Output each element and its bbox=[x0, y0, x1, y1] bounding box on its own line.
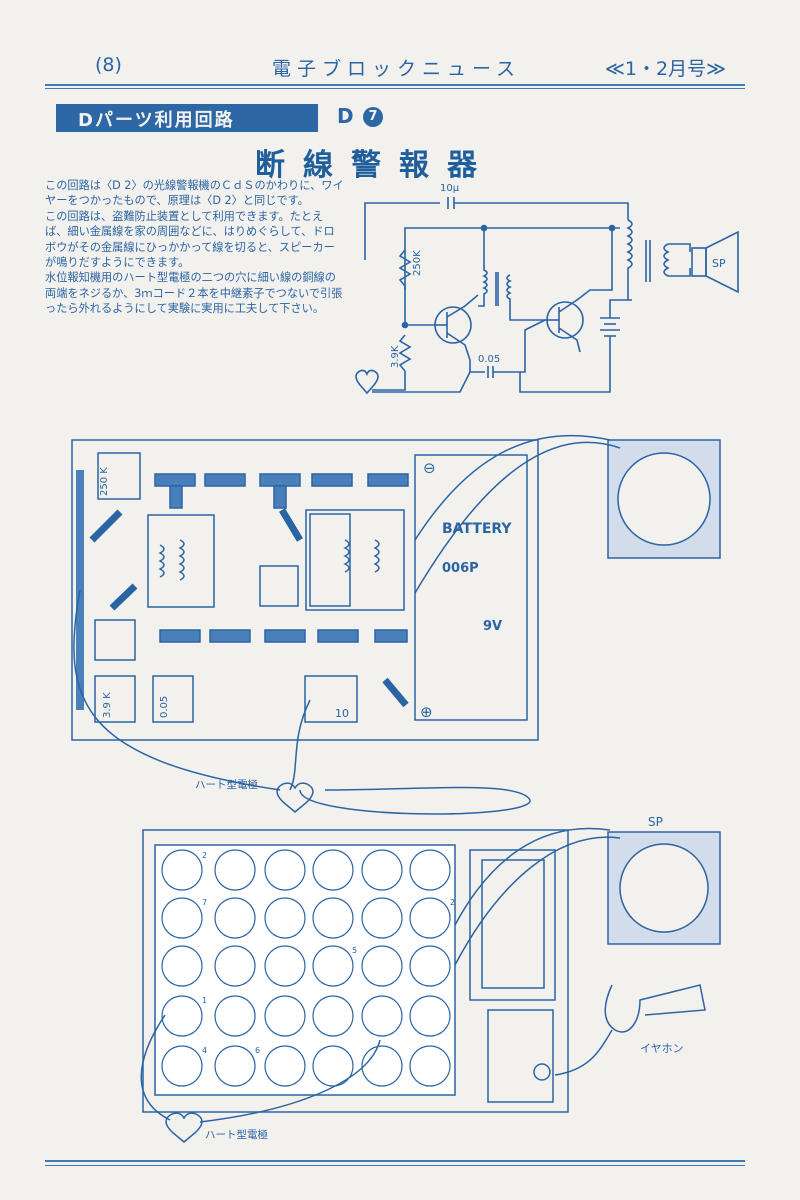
article-title: 断線警報器 bbox=[255, 148, 495, 183]
paragraph-2: この回路は、盗難防止装置として利用できます。たとえば、細い金属線を家の周囲などに… bbox=[45, 209, 335, 270]
board1-cap-005: 0.05 bbox=[159, 696, 170, 718]
issue-label: ≪1・2月号≫ bbox=[605, 58, 726, 80]
battery-voltage: 9V bbox=[483, 619, 502, 634]
circuit-code-number: 7 bbox=[363, 107, 383, 127]
newsletter-title: 電子ブロックニュース bbox=[272, 58, 522, 80]
board2-cell-number: 5 bbox=[352, 946, 357, 955]
battery-title: BATTERY bbox=[442, 521, 512, 537]
circuit-schematic bbox=[355, 197, 739, 395]
header-rule-thin bbox=[45, 88, 745, 89]
header-rule bbox=[45, 84, 745, 86]
board1-res-250k: 250 K bbox=[99, 467, 110, 496]
board2-cell-number: 4 bbox=[202, 1046, 207, 1055]
board1-cap-10: 10 bbox=[335, 707, 349, 720]
schematic-cap-005: 0.05 bbox=[478, 354, 500, 365]
article-description: この回路は〈D 2〉の光線警報機のＣｄＳのかわりに、ワイヤーをつかったもので、原… bbox=[45, 178, 345, 317]
board2-cell-number: 7 bbox=[202, 898, 207, 907]
paragraph-1: この回路は〈D 2〉の光線警報機のＣｄＳのかわりに、ワイヤーをつかったもので、原… bbox=[45, 179, 344, 208]
board2-cell-number: 6 bbox=[255, 1046, 260, 1055]
earphone-label: イヤホン bbox=[640, 1042, 684, 1055]
schematic-res-39k: 3.9K bbox=[390, 345, 401, 368]
page-header: (8) 電子ブロックニュース ≪1・2月号≫ bbox=[0, 48, 800, 88]
footer-rule-thin bbox=[45, 1165, 745, 1166]
board2-cell-number: 1 bbox=[202, 996, 207, 1005]
breadboard-2 bbox=[140, 827, 721, 1143]
page-number: (8) bbox=[95, 54, 122, 76]
board2-speaker-label: SP bbox=[648, 815, 663, 829]
board2-electrode-label: ハート型電極 bbox=[205, 1128, 268, 1141]
board1-res-39k: 3.9 K bbox=[102, 692, 113, 718]
board2-cell-number: 2 bbox=[450, 898, 455, 907]
schematic-speaker-label: SP bbox=[712, 257, 726, 270]
battery-model: 006P bbox=[442, 561, 479, 576]
section-banner: Dパーツ利用回路 bbox=[56, 104, 318, 132]
paragraph-3: 水位報知機用のハート型電極の二つの穴に細い線の銅線の両端をネジるか、3ｍコード２… bbox=[45, 271, 343, 316]
schematic-cap-10u: 10μ bbox=[440, 183, 460, 194]
circuit-code-letter: D bbox=[337, 104, 354, 128]
board2-cell-number: 2 bbox=[202, 851, 207, 860]
battery-minus-terminal: ⊖ bbox=[423, 459, 436, 477]
board1-electrode-label: ハート型電極 bbox=[195, 778, 258, 791]
board2-grid bbox=[161, 849, 451, 1087]
footer-rule bbox=[45, 1160, 745, 1162]
battery-plus-terminal: ⊕ bbox=[420, 703, 433, 721]
breadboard-1 bbox=[71, 434, 721, 815]
schematic-res-250k: 250K bbox=[412, 250, 423, 276]
